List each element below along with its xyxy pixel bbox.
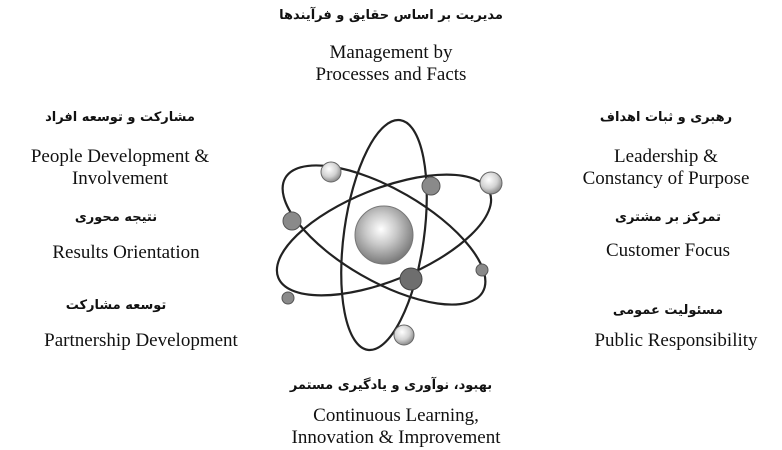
left-1-en-line1: People Development & — [30, 146, 210, 167]
bottom-label-en-line2: Innovation & Improvement — [291, 427, 501, 448]
atom-icon — [275, 118, 503, 352]
right-3-en: Public Responsibility — [594, 330, 757, 352]
left-3-en-line1: Partnership Development — [44, 330, 238, 351]
right-2-en-line1: Customer Focus — [605, 240, 731, 261]
orbit-2 — [281, 164, 487, 306]
electron-6 — [475, 263, 489, 277]
right-3-en-line1: Public Responsibility — [594, 330, 758, 351]
right-1-en: Leadership & Constancy of Purpose — [583, 146, 750, 190]
electron-7 — [281, 291, 295, 305]
orbit-3 — [340, 118, 428, 352]
left-1-fa: مشارکت و توسعه افراد — [45, 110, 195, 125]
electron-3 — [479, 171, 503, 195]
left-1-en: People Development & Involvement — [31, 146, 209, 190]
top-label-fa: مدیریت بر اساس حقایق و فرآیندها — [279, 8, 503, 23]
right-1-en-line1: Leadership & — [614, 146, 718, 167]
electrons — [281, 161, 503, 346]
electron-5 — [399, 267, 423, 291]
right-2-en: Customer Focus — [606, 240, 730, 262]
top-label-en-line1: Management by — [329, 42, 453, 63]
right-3-fa: مسئولیت عمومی — [612, 303, 724, 318]
left-3-fa: توسعه مشارکت — [65, 298, 167, 313]
left-3-en: Partnership Development — [44, 330, 238, 352]
electron-1 — [320, 161, 342, 183]
electron-2 — [421, 176, 441, 196]
electron-4 — [282, 211, 302, 231]
electron-8 — [393, 324, 415, 346]
bottom-label-en: Continuous Learning, Innovation & Improv… — [292, 405, 501, 449]
left-1-en-line2: Involvement — [71, 168, 169, 189]
left-2-en-line1: Results Orientation — [52, 242, 200, 263]
right-1-en-line2: Constancy of Purpose — [582, 168, 750, 189]
bottom-label-fa: بهبود، نوآوری و یادگیری مستمر — [289, 378, 493, 393]
bottom-label-en-line1: Continuous Learning, — [313, 405, 479, 426]
top-label-en: Management by Processes and Facts — [316, 42, 467, 86]
nucleus — [354, 205, 414, 265]
left-2-fa: نتیجه محوری — [74, 210, 158, 225]
left-2-en: Results Orientation — [52, 242, 199, 264]
right-1-fa: رهبری و ثبات اهداف — [599, 110, 733, 125]
top-label-en-line2: Processes and Facts — [315, 64, 467, 85]
right-2-fa: تمرکز بر مشتری — [615, 210, 721, 225]
